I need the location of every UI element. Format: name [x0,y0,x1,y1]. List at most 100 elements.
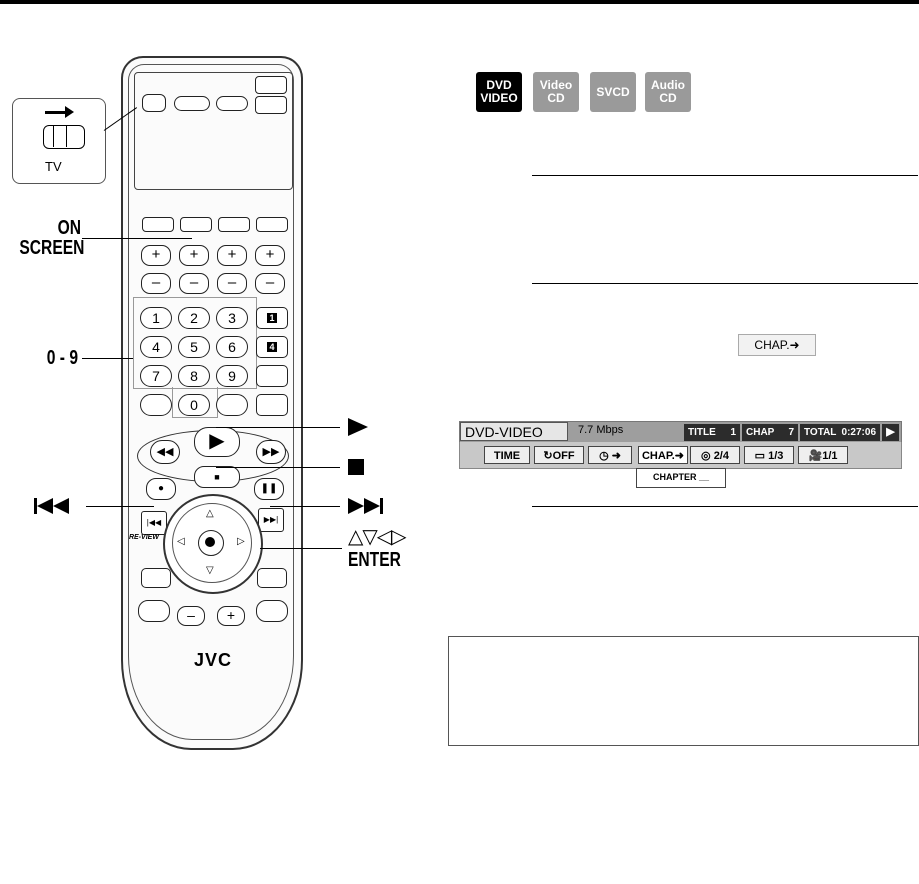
skip-back-button[interactable]: |◀◀ [141,511,167,535]
subtitle-button[interactable]: ▭ 1/3 [744,446,794,464]
lower-right-button[interactable] [257,568,287,588]
minus-button-2[interactable]: – [179,273,209,294]
chapter-search-button[interactable]: CHAP.➜ [638,446,688,464]
slide-switch-knob [53,126,67,147]
badge-line: CD [659,91,677,105]
num-key-7[interactable]: 7 [140,365,172,387]
volume-minus-button[interactable]: – [177,606,205,626]
osd-menu-bar: TIME ↻OFF ◷ ➜ CHAP.➜ ◎ 2/4 ▭ 1/3 🎥1/1 [459,442,902,469]
up-arrow-icon[interactable]: △ [206,508,214,519]
badge-line: Audio [651,78,685,92]
minus-button-1[interactable]: – [141,273,171,294]
plus-button-3[interactable]: + [217,245,247,266]
chapter-input-popup[interactable]: CHAPTER __ [636,468,726,488]
func-button-4[interactable] [256,217,288,232]
remote-inner-outline [128,64,294,740]
num-key-5[interactable]: 5 [178,336,210,358]
num-key-0[interactable]: 0 [178,394,210,416]
osd-mode: DVD-VIDEO [460,422,568,441]
osd-title-label: TITLE [688,427,716,438]
extra-key-left[interactable] [140,394,172,416]
bottom-left-button[interactable] [138,600,170,622]
osd-title-box: TITLE 1 [684,424,740,441]
play-button[interactable]: ▶ [194,427,240,457]
audio-value: 2/4 [713,450,729,462]
on-screen-button[interactable]: + [179,245,209,266]
right-arrow-icon [45,111,69,114]
side-key-4-label: 4 [267,342,277,352]
num-key-1[interactable]: 1 [140,307,172,329]
rewind-button[interactable]: ◀◀ [150,440,180,464]
side-key-4[interactable]: 4 [256,336,288,358]
disc-badge-svcd: SVCD [590,72,636,112]
step-3-rule [532,506,918,507]
top-button-2[interactable] [216,96,248,111]
jvc-logo: JVC [193,650,232,670]
stop-symbol-icon [348,459,364,475]
angle-button[interactable]: 🎥1/1 [798,446,848,464]
plus-button-4[interactable]: + [255,245,285,266]
time-button[interactable]: TIME [484,446,530,464]
right-arrow-icon[interactable]: ▷ [237,536,245,547]
func-button-2[interactable] [180,217,212,232]
osd-play-icon: ▶ [882,424,899,441]
func-button-1[interactable] [142,217,174,232]
extra-key-right[interactable] [216,394,248,416]
left-arrow-icon[interactable]: ◁ [177,536,185,547]
repeat-button[interactable]: ↻OFF [534,446,584,464]
fast-forward-button[interactable]: ▶▶ [256,440,286,464]
down-arrow-icon[interactable]: ▽ [206,565,214,576]
num-key-6[interactable]: 6 [216,336,248,358]
num-key-9[interactable]: 9 [216,365,248,387]
num-key-8[interactable]: 8 [178,365,210,387]
record-button[interactable]: ● [146,478,176,500]
num-key-4[interactable]: 4 [140,336,172,358]
chap-icon-inline: CHAP.➜ [738,334,816,356]
top-button-3[interactable] [255,96,287,114]
osd-chap-box: CHAP 7 [742,424,798,441]
angle-value: 1/1 [822,450,838,462]
minus-button-4[interactable]: – [255,273,285,294]
minus-button-3[interactable]: – [217,273,247,294]
lower-left-button[interactable] [141,568,171,588]
side-key-3[interactable] [256,365,288,387]
remote-display-area [134,72,293,190]
play-leader [216,427,340,428]
plus-button-1[interactable]: + [141,245,171,266]
func-button-3[interactable] [218,217,250,232]
review-label: RE-VIEW [129,534,159,541]
audio-button[interactable]: ◎ 2/4 [690,446,740,464]
stop-button[interactable]: ■ [194,466,240,488]
play-symbol-icon [348,418,368,436]
top-button-1[interactable] [174,96,210,111]
mode-switch[interactable] [142,94,166,112]
bottom-right-button[interactable] [256,600,288,622]
arrow-keys-icon: △▽◁▷ [348,526,407,548]
side-key-1-label: 1 [267,313,277,323]
volume-plus-button[interactable]: + [217,606,245,626]
side-key-4b[interactable] [256,394,288,416]
osd-status-bar: DVD-VIDEO 7.7 Mbps TITLE 1 CHAP 7 TOTAL … [459,421,902,444]
time-search-button[interactable]: ◷ ➜ [588,446,632,464]
pause-button[interactable]: ❚❚ [254,478,284,500]
skip-forward-leader [270,506,340,507]
osd-chap-value: 7 [788,427,794,438]
step-2-rule [532,283,918,284]
screen-label: SCREEN [19,237,85,259]
num-key-2[interactable]: 2 [178,307,210,329]
subtitle-value: 1/3 [768,450,784,462]
repeat-value: OFF [552,450,575,462]
skip-forward-button[interactable]: ▶▶| [258,508,284,532]
side-key-1[interactable]: 1 [256,307,288,329]
tv-switch-inset: TV [12,98,106,184]
subtitle-icon: ▭ [754,450,766,462]
power-button[interactable] [255,76,287,94]
badge-line: CD [547,91,565,105]
audio-icon: ◎ [701,450,711,462]
stop-leader [216,467,340,468]
num-key-3[interactable]: 3 [216,307,248,329]
arrow-head-icon [65,106,74,118]
